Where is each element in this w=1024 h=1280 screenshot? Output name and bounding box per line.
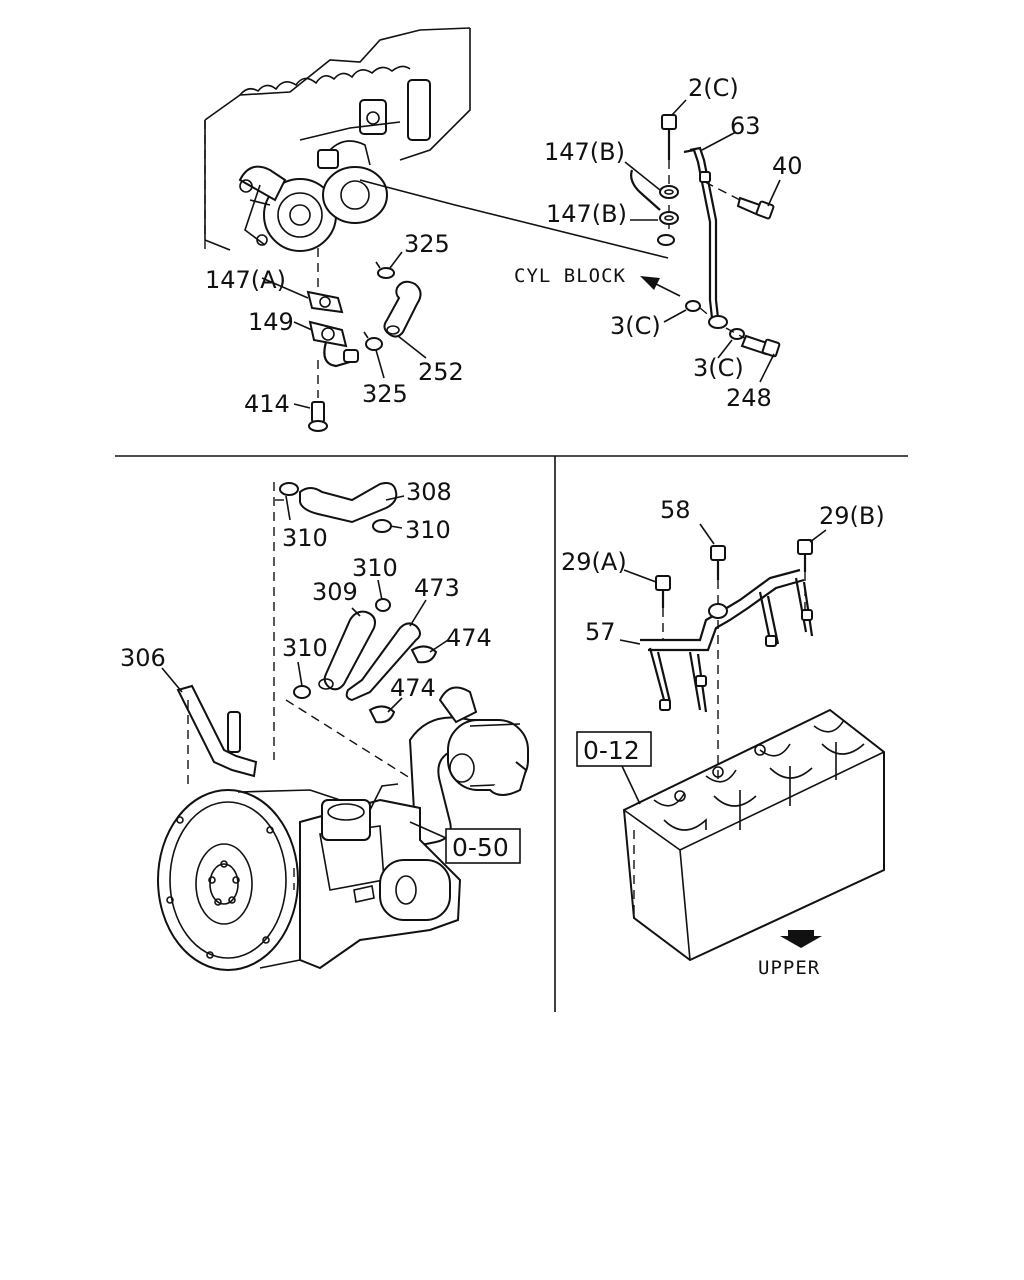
bolt-29a bbox=[655, 575, 671, 608]
clamp-310-b bbox=[372, 519, 392, 533]
washer-147b-upper bbox=[659, 185, 679, 199]
callout-473: 473 bbox=[414, 574, 460, 602]
callout-309: 309 bbox=[312, 578, 358, 606]
clamp-310-d bbox=[293, 685, 311, 699]
bolt-414 bbox=[308, 401, 328, 432]
callout-252: 252 bbox=[418, 358, 464, 386]
callout-306: 306 bbox=[120, 644, 166, 672]
pump-hose-assembly bbox=[408, 686, 529, 848]
reference-box-0-12: 0-12 bbox=[576, 731, 652, 767]
hose-473 bbox=[345, 622, 421, 702]
callout-325-bottom: 325 bbox=[362, 380, 408, 408]
upper-label: UPPER bbox=[758, 957, 820, 979]
callout-58: 58 bbox=[660, 496, 691, 524]
clamp-310-a bbox=[279, 482, 299, 496]
clamp-474-a bbox=[410, 645, 438, 664]
callout-310-a: 310 bbox=[282, 524, 328, 552]
bolt-40 bbox=[736, 196, 775, 220]
callout-57: 57 bbox=[585, 618, 616, 646]
engine-block-body bbox=[299, 783, 462, 970]
callout-474-a: 474 bbox=[446, 624, 492, 652]
callout-147a: 147(A) bbox=[205, 266, 286, 294]
reference-box-0-12-label: 0-12 bbox=[583, 736, 640, 765]
callout-29b: 29(B) bbox=[819, 502, 885, 530]
hose-252 bbox=[383, 280, 422, 338]
callout-2c: 2(C) bbox=[688, 74, 739, 102]
callout-474-b: 474 bbox=[390, 674, 436, 702]
gasket-147a bbox=[306, 290, 344, 314]
cyl-block-arrow-icon bbox=[640, 276, 681, 297]
callout-3c-left: 3(C) bbox=[610, 312, 661, 340]
arrow-down-icon bbox=[780, 930, 822, 948]
callout-147b-upper: 147(B) bbox=[544, 138, 625, 166]
clamp-325-bottom bbox=[363, 331, 383, 351]
water-pipe-306 bbox=[176, 684, 258, 778]
flange-pipe-149 bbox=[308, 320, 359, 368]
washer-147b-lower bbox=[657, 211, 679, 246]
cyl-block-label: CYL BLOCK bbox=[514, 265, 626, 287]
engine-head-illustration bbox=[204, 27, 471, 251]
callout-248: 248 bbox=[726, 384, 772, 412]
reference-box-0-50: 0-50 bbox=[445, 828, 521, 864]
callout-29a: 29(A) bbox=[561, 548, 627, 576]
bolt-248 bbox=[740, 334, 781, 358]
callout-310-d: 310 bbox=[282, 634, 328, 662]
callout-325-top: 325 bbox=[404, 230, 450, 258]
cylinder-block-lower bbox=[622, 708, 885, 962]
turbo-leader-line bbox=[359, 179, 669, 259]
turbocharger-illustration bbox=[238, 140, 388, 252]
oil-jet-57-assembly bbox=[640, 568, 814, 713]
reference-box-0-50-label: 0-50 bbox=[452, 833, 509, 862]
callout-3c-right: 3(C) bbox=[693, 354, 744, 382]
callout-414: 414 bbox=[244, 390, 290, 418]
callout-308: 308 bbox=[406, 478, 452, 506]
bolt-29b bbox=[797, 539, 813, 572]
callout-63: 63 bbox=[730, 112, 761, 140]
flywheel-housing bbox=[157, 789, 342, 971]
callout-149: 149 bbox=[248, 308, 294, 336]
oil-pipe-63 bbox=[630, 146, 728, 329]
callout-310-b: 310 bbox=[405, 516, 451, 544]
hose-309 bbox=[318, 610, 376, 691]
washer-3c-left bbox=[685, 300, 701, 312]
callout-310-c: 310 bbox=[352, 554, 398, 582]
callout-147b-lower: 147(B) bbox=[546, 200, 627, 228]
clamp-325-top bbox=[375, 261, 395, 279]
callout-40: 40 bbox=[772, 152, 803, 180]
clamp-474-b bbox=[368, 705, 396, 724]
bolt-2c bbox=[661, 114, 677, 160]
hose-308 bbox=[299, 482, 398, 524]
washer-3c-right bbox=[729, 328, 745, 340]
clamp-310-c bbox=[375, 598, 391, 612]
bolt-58 bbox=[710, 545, 726, 580]
